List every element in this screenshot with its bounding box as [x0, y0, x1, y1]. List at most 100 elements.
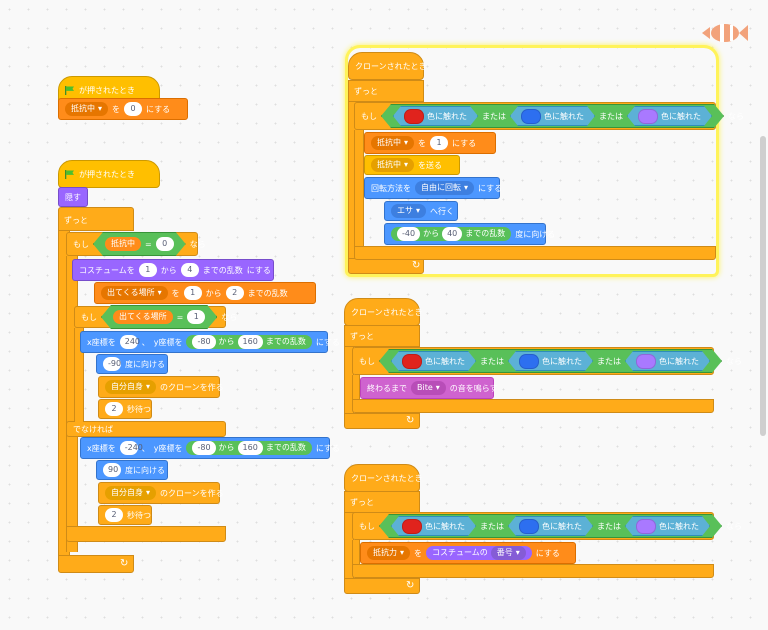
block-text: から	[205, 288, 222, 298]
block-text: 色に触れた	[427, 111, 467, 121]
wait-block[interactable]: 2 秒待つ	[98, 399, 152, 419]
hide-block[interactable]: 隠す	[58, 187, 88, 207]
value-input[interactable]: 0	[156, 237, 174, 251]
wait-block[interactable]: 2 秒待つ	[98, 505, 152, 525]
value-input[interactable]: 40	[442, 227, 463, 241]
message-dropdown[interactable]: 抵抗中▾	[371, 158, 415, 172]
if-block[interactable]: もし 色に触れた または 色に触れた または 色に触れた なら	[352, 347, 742, 375]
set-rotation-style-block[interactable]: 回転方法を 自由に回転▾ にする	[364, 177, 502, 199]
value-input[interactable]: 4	[180, 263, 199, 277]
costume-number-reporter[interactable]: コスチュームの 番号▾	[426, 546, 532, 560]
variable-reporter[interactable]: 抵抗中	[105, 237, 141, 251]
clone-target-dropdown[interactable]: 自分自身▾	[105, 380, 157, 394]
go-to-xy-block[interactable]: x座標を -240 、 y座標を -80 から 160 までの乱数 にする	[80, 437, 340, 459]
value-input[interactable]: -90	[103, 357, 121, 371]
touching-color-sensor[interactable]: 色に触れた	[508, 516, 593, 536]
forever-bottom	[58, 555, 134, 573]
value-input[interactable]: 1	[187, 310, 205, 324]
go-to-target-dropdown[interactable]: エサ▾	[391, 204, 427, 218]
value-input[interactable]: -240	[119, 441, 143, 455]
point-in-direction-block[interactable]: -90 度に向ける	[96, 354, 168, 374]
value-input[interactable]: -40	[397, 227, 421, 241]
block-text: 色に触れた	[542, 356, 582, 366]
costume-property-dropdown[interactable]: 番号▾	[490, 546, 526, 560]
or-operator[interactable]: 色に触れた または 色に触れた または 色に触れた	[379, 349, 722, 373]
touching-color-sensor[interactable]: 色に触れた	[391, 351, 476, 371]
when-clone-starts-hat[interactable]: クローンされたとき	[344, 298, 423, 326]
value-input[interactable]: -80	[192, 441, 216, 455]
if-block[interactable]: もし 色に触れた または 色に触れた または 色に触れた なら	[354, 102, 744, 130]
variable-dropdown[interactable]: 出てくる場所▾	[101, 286, 168, 300]
if-bottom	[352, 399, 714, 413]
value-input[interactable]: 240	[119, 335, 140, 349]
equals-operator[interactable]: 出てくる場所 = 1	[101, 305, 217, 329]
block-text: =	[176, 312, 184, 322]
when-clone-starts-hat[interactable]: クローンされたとき	[344, 464, 423, 492]
forever-block[interactable]	[344, 325, 420, 347]
random-operator[interactable]: -80 から 160 までの乱数	[186, 441, 312, 455]
broadcast-block[interactable]: 抵抗中▾ を送る	[364, 155, 460, 175]
create-clone-block[interactable]: 自分自身▾ のクローンを作る	[98, 482, 224, 504]
value-input[interactable]: 1	[138, 263, 157, 277]
triangle-down-icon: ▾	[146, 488, 151, 497]
variable-reporter[interactable]: 出てくる場所	[113, 310, 173, 324]
set-variable-block[interactable]: 抵抗中▾ を 0 にする	[58, 98, 188, 120]
go-to-block[interactable]: エサ▾ へ行く	[384, 201, 458, 221]
or-operator[interactable]: 色に触れた または 色に触れた または 色に触れた	[381, 104, 724, 128]
value-input[interactable]: 2	[225, 286, 244, 300]
set-variable-block[interactable]: 抵抗中▾ を 1 にする	[364, 132, 496, 154]
touching-color-sensor[interactable]: 色に触れた	[627, 106, 712, 126]
play-sound-until-done-block[interactable]: 終わるまで Bite▾ の音を鳴らす	[360, 377, 498, 399]
triangle-down-icon: ▾	[157, 288, 162, 297]
if-arm	[352, 375, 360, 405]
touching-color-sensor[interactable]: 色に触れた	[508, 351, 593, 371]
forever-block[interactable]	[348, 80, 424, 102]
workspace-scrollbar[interactable]	[760, 136, 766, 436]
clone-target-dropdown[interactable]: 自分自身▾	[105, 486, 157, 500]
random-operator[interactable]: -80 から 160 までの乱数	[186, 335, 312, 349]
set-variable-block[interactable]: 出てくる場所▾ を 1 から 2 までの乱数	[94, 282, 316, 304]
go-to-xy-block[interactable]: x座標を 240 、 y座標を -80 から 160 までの乱数 にする	[80, 331, 340, 353]
green-flag-icon	[65, 169, 74, 179]
point-in-direction-block[interactable]: -40 から 40 までの乱数 度に向ける	[384, 223, 555, 245]
value-input[interactable]: 2	[105, 402, 123, 416]
variable-dropdown[interactable]: 抵抗力▾	[367, 546, 411, 560]
point-in-direction-block[interactable]: 90 度に向ける	[96, 460, 168, 480]
rotation-style-dropdown[interactable]: 自由に回転▾	[415, 181, 475, 195]
if-else-block[interactable]: もし 抵抗中 = 0 なら	[66, 232, 206, 256]
value-input[interactable]: 1	[430, 136, 449, 150]
sound-dropdown[interactable]: Bite▾	[411, 381, 446, 395]
variable-dropdown[interactable]: 抵抗中▾	[65, 102, 109, 116]
when-clone-starts-hat[interactable]: クローンされたとき	[348, 52, 427, 80]
touching-color-sensor[interactable]: 色に触れた	[625, 351, 710, 371]
forever-label: ずっと	[64, 215, 88, 225]
touching-color-sensor[interactable]: 色に触れた	[391, 516, 476, 536]
value-input[interactable]: 0	[124, 102, 143, 116]
value-input[interactable]: 90	[103, 463, 121, 477]
value-input[interactable]: 160	[237, 441, 263, 455]
if-block[interactable]: もし 出てくる場所 = 1 なら	[74, 305, 237, 329]
if-else-bottom	[66, 526, 226, 542]
hat-label: が押されたとき	[79, 169, 135, 179]
or-operator[interactable]: 色に触れた または 色に触れた または 色に触れた	[379, 514, 722, 538]
touching-color-sensor[interactable]: 色に触れた	[625, 516, 710, 536]
value-input[interactable]: 160	[237, 335, 263, 349]
forever-bottom	[344, 578, 420, 594]
value-input[interactable]: 2	[105, 508, 123, 522]
touching-color-sensor[interactable]: 色に触れた	[510, 106, 595, 126]
value-input[interactable]: -80	[192, 335, 216, 349]
if-block[interactable]: もし 色に触れた または 色に触れた または 色に触れた なら	[352, 512, 742, 540]
value-input[interactable]: 1	[183, 286, 202, 300]
set-variable-block[interactable]: 抵抗力▾ を コスチュームの 番号▾ にする	[360, 542, 576, 564]
forever-block[interactable]	[58, 207, 134, 231]
when-flag-clicked-hat[interactable]: が押されたとき	[58, 160, 160, 188]
variable-dropdown[interactable]: 抵抗中▾	[371, 136, 415, 150]
random-operator[interactable]: -40 から 40 までの乱数	[391, 227, 512, 241]
loop-arrow-icon: ↻	[412, 260, 421, 271]
create-clone-block[interactable]: 自分自身▾ のクローンを作る	[98, 376, 224, 398]
touching-color-sensor[interactable]: 色に触れた	[393, 106, 478, 126]
hat-label: クローンされたとき	[351, 473, 423, 483]
equals-operator[interactable]: 抵抗中 = 0	[93, 232, 186, 256]
block-text: を	[112, 104, 121, 114]
switch-costume-block[interactable]: コスチュームを 1 から 4 までの乱数 にする	[72, 259, 274, 281]
